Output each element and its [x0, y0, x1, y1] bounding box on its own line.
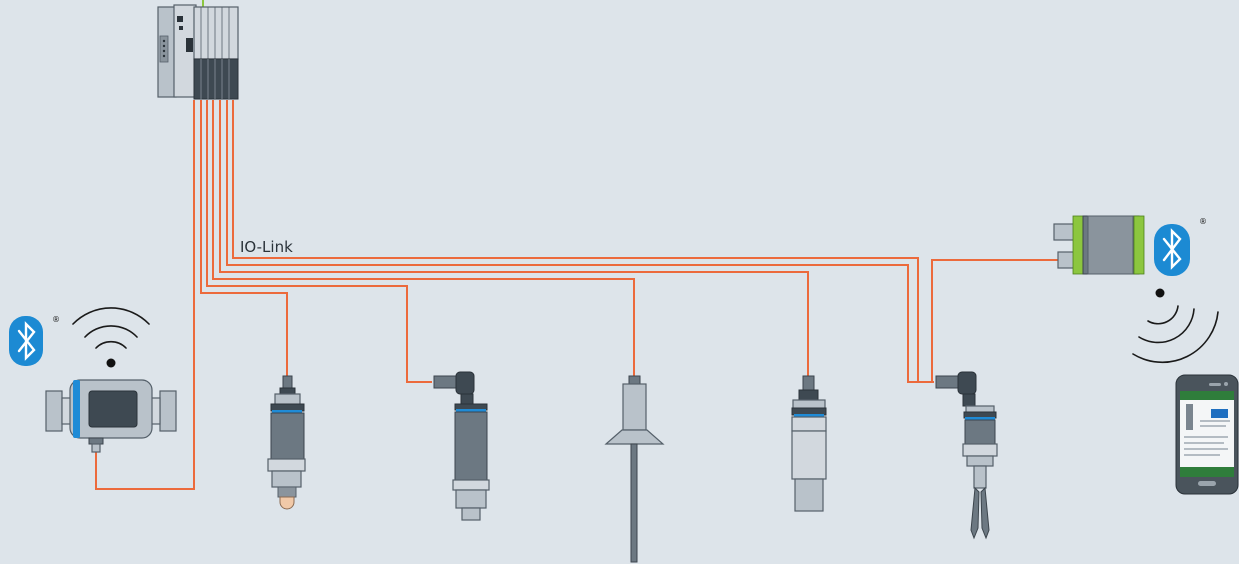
bluetooth-icon-right — [1154, 224, 1190, 276]
smartphone-icon — [1175, 374, 1239, 495]
cable-vibronic-switch — [226, 100, 934, 383]
cable-flowmeter — [95, 100, 195, 490]
cable-temperature-sensor — [200, 100, 288, 378]
registered-mark-right: ® — [1199, 217, 1207, 226]
io-link-master — [157, 4, 239, 100]
master-connector — [159, 35, 169, 63]
level-sensor-icon — [791, 375, 827, 512]
temperature-sensor-icon — [267, 375, 306, 510]
cable-gateway — [232, 100, 1062, 382]
wireless-signal-icon — [72, 307, 150, 368]
flowmeter-icon — [45, 379, 177, 453]
wireless-signal-icon-right — [1132, 288, 1219, 364]
cable-level-sensor — [219, 100, 809, 378]
io-link-label: IO-Link — [240, 238, 293, 256]
bluetooth-icon — [9, 316, 43, 366]
vibronic-switch-icon — [935, 371, 998, 540]
bluetooth-gateway-icon — [1053, 215, 1145, 275]
hygienic-probe-icon — [604, 375, 665, 563]
pressure-transmitter-icon — [433, 371, 490, 521]
cable-hygienic-probe — [212, 100, 635, 376]
registered-mark: ® — [52, 315, 60, 324]
cable-pressure-transmitter — [206, 100, 432, 383]
io-link-cables — [95, 0, 1062, 490]
